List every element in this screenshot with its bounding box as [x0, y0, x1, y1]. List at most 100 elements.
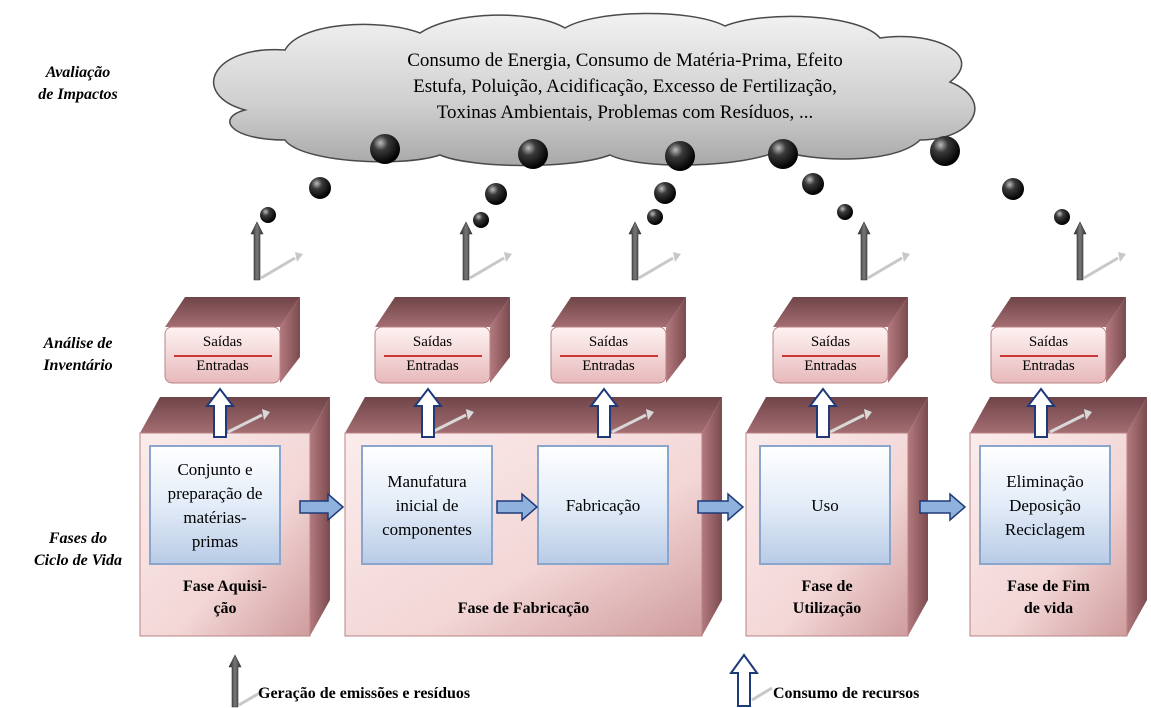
emission-bubble — [768, 139, 798, 169]
phase-name-line: Fase de — [801, 578, 853, 595]
process-box-initial-manufacture — [361, 445, 493, 565]
emission-arrow — [1073, 221, 1126, 281]
resource-arrow — [588, 387, 620, 438]
process-label-line: Deposição — [1009, 496, 1081, 515]
process-label-use: Uso — [760, 456, 890, 556]
emission-bubble — [518, 139, 548, 169]
inventory-box — [164, 297, 300, 384]
row-label-line: Ciclo de Vida — [34, 552, 122, 569]
phase-name-fabrication: Fase de Fabricação — [345, 598, 702, 620]
phase-name-line: Fase de Fim — [1007, 578, 1090, 595]
emission-arrows — [250, 221, 1126, 281]
process-label-line: Reciclagem — [1004, 520, 1086, 539]
resource-arrow — [1025, 387, 1057, 438]
process-label-line: Eliminação — [1006, 472, 1084, 491]
process-boxes — [149, 445, 1111, 565]
legend-emission-icon — [228, 654, 264, 708]
process-label-end-of-life: Eliminação Deposição Reciclagem — [980, 456, 1110, 556]
inventory-box — [374, 297, 510, 384]
emission-bubble — [1002, 178, 1024, 200]
flow-arrow — [919, 492, 967, 522]
process-box-fabrication — [537, 445, 669, 565]
row-label-line: Inventário — [43, 357, 113, 374]
inventory-outputs-label: Saídas — [1028, 334, 1069, 350]
legend-resource-icon — [729, 653, 773, 707]
phase-name-utilization: Fase de Utilização — [746, 576, 908, 620]
inventory-box — [772, 297, 908, 384]
emission-bubble — [370, 134, 400, 164]
row-label-line: Análise de — [43, 335, 113, 352]
process-box-end-of-life — [979, 445, 1111, 565]
flow-arrows — [299, 492, 967, 522]
emission-bubble — [260, 207, 276, 223]
resource-arrow — [204, 387, 236, 438]
emission-bubbles — [260, 134, 1070, 228]
process-label-fabrication: Fabricação — [538, 456, 668, 556]
emission-bubble — [485, 183, 507, 205]
inventory-label-initial-manufacture: Saídas Entradas — [375, 330, 490, 378]
process-label-line: componentes — [382, 520, 472, 539]
inventory-label-acquisition: Saídas Entradas — [165, 330, 280, 378]
process-label-line: Fabricação — [565, 496, 641, 515]
phase-name-line: ção — [213, 600, 237, 617]
row-label-line: Avaliação — [45, 64, 111, 81]
inventory-inputs-label: Entradas — [582, 358, 635, 374]
process-box-acquisition — [149, 445, 281, 565]
emission-bubble — [930, 136, 960, 166]
inventory-outputs-label: Saídas — [810, 334, 851, 350]
emission-bubble — [647, 209, 663, 225]
legend-emissions-label: Geração de emissões e resíduos — [258, 685, 471, 702]
inventory-label-fabrication: Saídas Entradas — [551, 330, 666, 378]
impact-cloud — [213, 12, 976, 167]
resource-arrow — [807, 387, 839, 438]
row-label-line: de Impactos — [38, 86, 118, 103]
inventory-inputs-label: Entradas — [196, 358, 249, 374]
emission-arrow — [250, 221, 303, 281]
emission-arrow — [628, 221, 681, 281]
row-label-line: Fases do — [48, 530, 108, 547]
inventory-box — [990, 297, 1126, 384]
process-label-line: Uso — [811, 496, 839, 515]
inventory-box — [550, 297, 686, 384]
process-label-initial-manufacture: Manufatura inicial de componentes — [362, 456, 492, 556]
row-label-inventory-analysis: Análise de Inventário — [8, 333, 148, 377]
process-label-line: matérias- — [183, 508, 247, 527]
phase-name-line: Utilização — [792, 600, 862, 617]
emission-bubble — [665, 141, 695, 171]
inventory-outputs-label: Saídas — [412, 334, 453, 350]
inventory-inputs-label: Entradas — [1022, 358, 1075, 374]
flow-arrow — [496, 492, 539, 522]
emission-bubble — [837, 204, 853, 220]
flow-arrow — [299, 492, 345, 522]
emission-bubble — [802, 173, 824, 195]
resource-arrows — [204, 387, 1057, 438]
emission-bubble — [309, 177, 331, 199]
top-face-arrows — [227, 409, 1092, 434]
row-label-impact-assessment: Avaliação de Impactos — [8, 62, 148, 106]
process-label-line: preparação de — [167, 484, 263, 503]
resource-arrow — [412, 387, 444, 438]
inventory-label-end-of-life: Saídas Entradas — [991, 330, 1106, 378]
impact-categories-text: Consumo de Energia, Consumo de Matéria-P… — [335, 48, 915, 126]
inventory-outputs-label: Saídas — [202, 334, 243, 350]
process-box-use — [759, 445, 891, 565]
emission-bubble — [1054, 209, 1070, 225]
emission-arrow — [857, 221, 910, 281]
emission-bubble — [654, 182, 676, 204]
phase-name-line: de vida — [1023, 600, 1074, 617]
process-label-line: Manufatura — [387, 472, 467, 491]
process-label-line: inicial de — [395, 496, 459, 515]
legend-resources-label: Consumo de recursos — [773, 685, 920, 702]
phase-name-acquisition: Fase Aquisi- ção — [140, 576, 310, 620]
inventory-outputs-label: Saídas — [588, 334, 629, 350]
process-label-acquisition: Conjunto e preparação de matérias- prima… — [150, 456, 280, 556]
inventory-inputs-label: Entradas — [804, 358, 857, 374]
emission-arrow — [459, 221, 512, 281]
process-label-line: primas — [191, 532, 239, 551]
phase-name-line: Fase de Fabricação — [457, 600, 590, 617]
cloud-line: Toxinas Ambientais, Problemas com Resídu… — [436, 102, 814, 123]
emission-bubble — [473, 212, 489, 228]
row-label-life-cycle-phases: Fases do Ciclo de Vida — [8, 528, 148, 572]
flow-arrow — [697, 492, 745, 522]
